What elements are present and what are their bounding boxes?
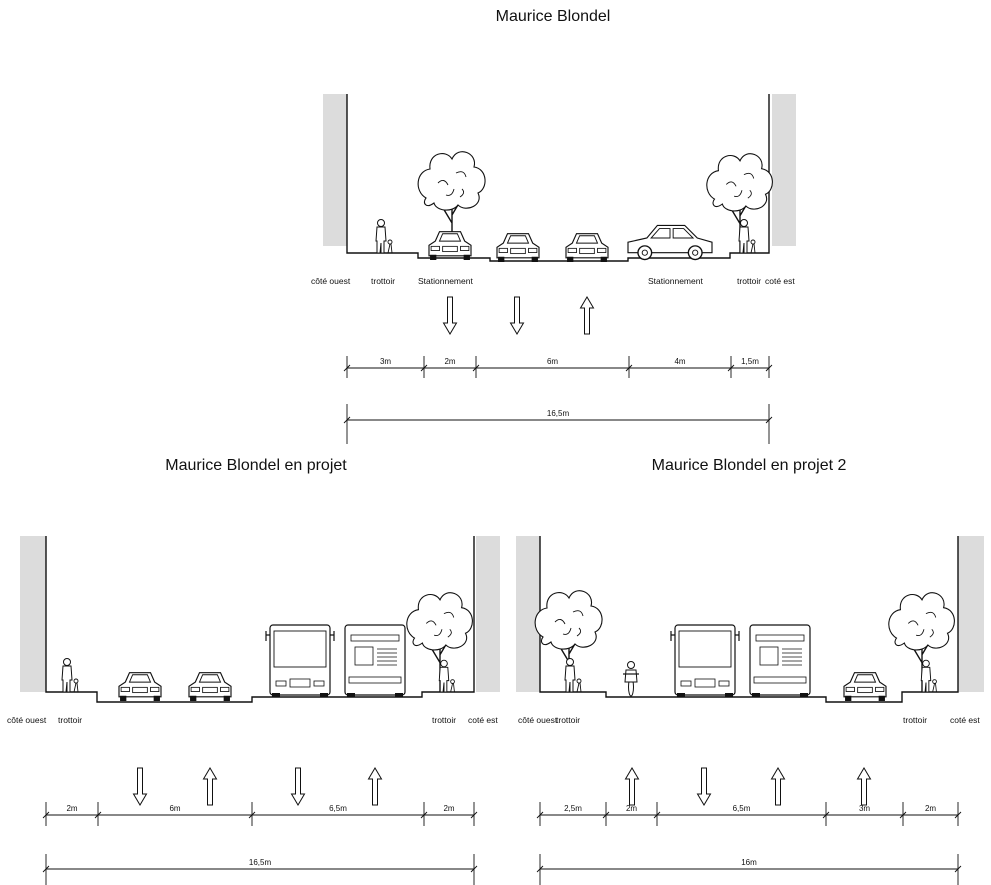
dimension-label: 1,5m bbox=[741, 357, 759, 366]
pedestrian bbox=[438, 659, 455, 693]
dimension-label: 6,5m bbox=[733, 804, 751, 813]
total-dimension-tick-mark bbox=[343, 416, 351, 424]
section-title: Maurice Blondel en projet bbox=[165, 457, 347, 474]
car-front bbox=[565, 233, 609, 262]
cyclist bbox=[623, 661, 639, 697]
dimension-tick-mark bbox=[625, 364, 633, 372]
building-wall-west bbox=[20, 536, 46, 692]
building-wall-east bbox=[772, 94, 796, 246]
arrow-up bbox=[202, 767, 218, 806]
dimension-label: 2m bbox=[66, 804, 77, 813]
street-label: trottoir bbox=[556, 715, 580, 725]
street-label: trottoir bbox=[432, 715, 456, 725]
dimension-label: 2m bbox=[925, 804, 936, 813]
car-front bbox=[843, 672, 887, 701]
bus-rear bbox=[344, 624, 406, 697]
street-label: trottoir bbox=[58, 715, 82, 725]
building-wall-east bbox=[958, 536, 984, 692]
arrow-down bbox=[290, 767, 306, 806]
street-label: coté est bbox=[950, 715, 980, 725]
dimension-tick-mark bbox=[470, 811, 478, 819]
pedestrian bbox=[375, 219, 393, 254]
street-profile bbox=[346, 94, 770, 262]
car-front bbox=[188, 672, 232, 701]
total-dimension-label: 16,5m bbox=[249, 858, 272, 867]
pedestrian bbox=[738, 219, 756, 254]
total-dimension-label: 16,5m bbox=[547, 409, 570, 418]
car-side bbox=[627, 224, 713, 261]
tree bbox=[417, 151, 486, 253]
dimension-label: 2,5m bbox=[564, 804, 582, 813]
dimension-tick-mark bbox=[653, 811, 661, 819]
street-label: trottoir bbox=[903, 715, 927, 725]
street-label: coté est bbox=[765, 276, 795, 286]
tree bbox=[534, 590, 603, 692]
street-label: trottoir bbox=[737, 276, 761, 286]
street-profile bbox=[45, 536, 475, 703]
dimension-tick-mark bbox=[94, 811, 102, 819]
dimension-label: 3m bbox=[380, 357, 391, 366]
dimension-tick-mark bbox=[42, 811, 50, 819]
dimension-tick-mark bbox=[343, 364, 351, 372]
pedestrian bbox=[61, 658, 79, 693]
car-front bbox=[118, 672, 162, 701]
dimension-tick-mark bbox=[420, 364, 428, 372]
street-label: trottoir bbox=[371, 276, 395, 286]
dimension-tick-mark bbox=[765, 364, 773, 372]
dimension-tick-mark bbox=[248, 811, 256, 819]
car-front bbox=[428, 231, 472, 260]
dimension-label: 2m bbox=[443, 804, 454, 813]
arrow-up bbox=[579, 296, 595, 335]
arrow-down bbox=[509, 296, 525, 335]
dimension-label: 2m bbox=[626, 804, 637, 813]
arrow-up bbox=[624, 767, 640, 806]
building-wall-west bbox=[323, 94, 347, 246]
dimension-tick-mark bbox=[472, 364, 480, 372]
total-dimension-label: 16m bbox=[741, 858, 757, 867]
arrow-down bbox=[696, 767, 712, 806]
car-front bbox=[496, 233, 540, 262]
dimension-label: 3m bbox=[859, 804, 870, 813]
section-title: Maurice Blondel en projet 2 bbox=[652, 457, 847, 474]
dimension-label: 4m bbox=[674, 357, 685, 366]
arrow-up bbox=[367, 767, 383, 806]
bus-front bbox=[670, 624, 740, 697]
total-dimension-tick-mark bbox=[536, 865, 544, 873]
dimension-tick-mark bbox=[536, 811, 544, 819]
total-dimension-tick-mark bbox=[765, 416, 773, 424]
arrow-down bbox=[442, 296, 458, 335]
street-label: côté ouest bbox=[518, 715, 558, 725]
street-label: côté ouest bbox=[311, 276, 351, 286]
dimension-tick-mark bbox=[899, 811, 907, 819]
street-label: côté ouest bbox=[7, 715, 47, 725]
street-label: coté est bbox=[468, 715, 498, 725]
dimension-label: 2m bbox=[444, 357, 455, 366]
dimension-label: 6,5m bbox=[329, 804, 347, 813]
section-title: Maurice Blondel bbox=[496, 8, 611, 25]
arrow-down bbox=[132, 767, 148, 806]
bus-front bbox=[265, 624, 335, 697]
total-dimension-tick-mark bbox=[470, 865, 478, 873]
bus-rear bbox=[749, 624, 811, 697]
dimension-tick-mark bbox=[822, 811, 830, 819]
building-wall-east bbox=[476, 536, 500, 692]
dimension-tick-mark bbox=[954, 811, 962, 819]
street-label: Stationnement bbox=[648, 276, 703, 286]
street-label: Stationnement bbox=[418, 276, 473, 286]
dimension-label: 6m bbox=[547, 357, 558, 366]
dimension-tick-mark bbox=[602, 811, 610, 819]
dimension-tick-mark bbox=[727, 364, 735, 372]
building-wall-west bbox=[516, 536, 540, 692]
dimension-label: 6m bbox=[169, 804, 180, 813]
arrow-up bbox=[770, 767, 786, 806]
dimension-tick-mark bbox=[420, 811, 428, 819]
pedestrian bbox=[920, 659, 937, 693]
total-dimension-tick-mark bbox=[42, 865, 50, 873]
arrow-up bbox=[856, 767, 872, 806]
pedestrian bbox=[564, 658, 582, 693]
total-dimension-tick-mark bbox=[954, 865, 962, 873]
